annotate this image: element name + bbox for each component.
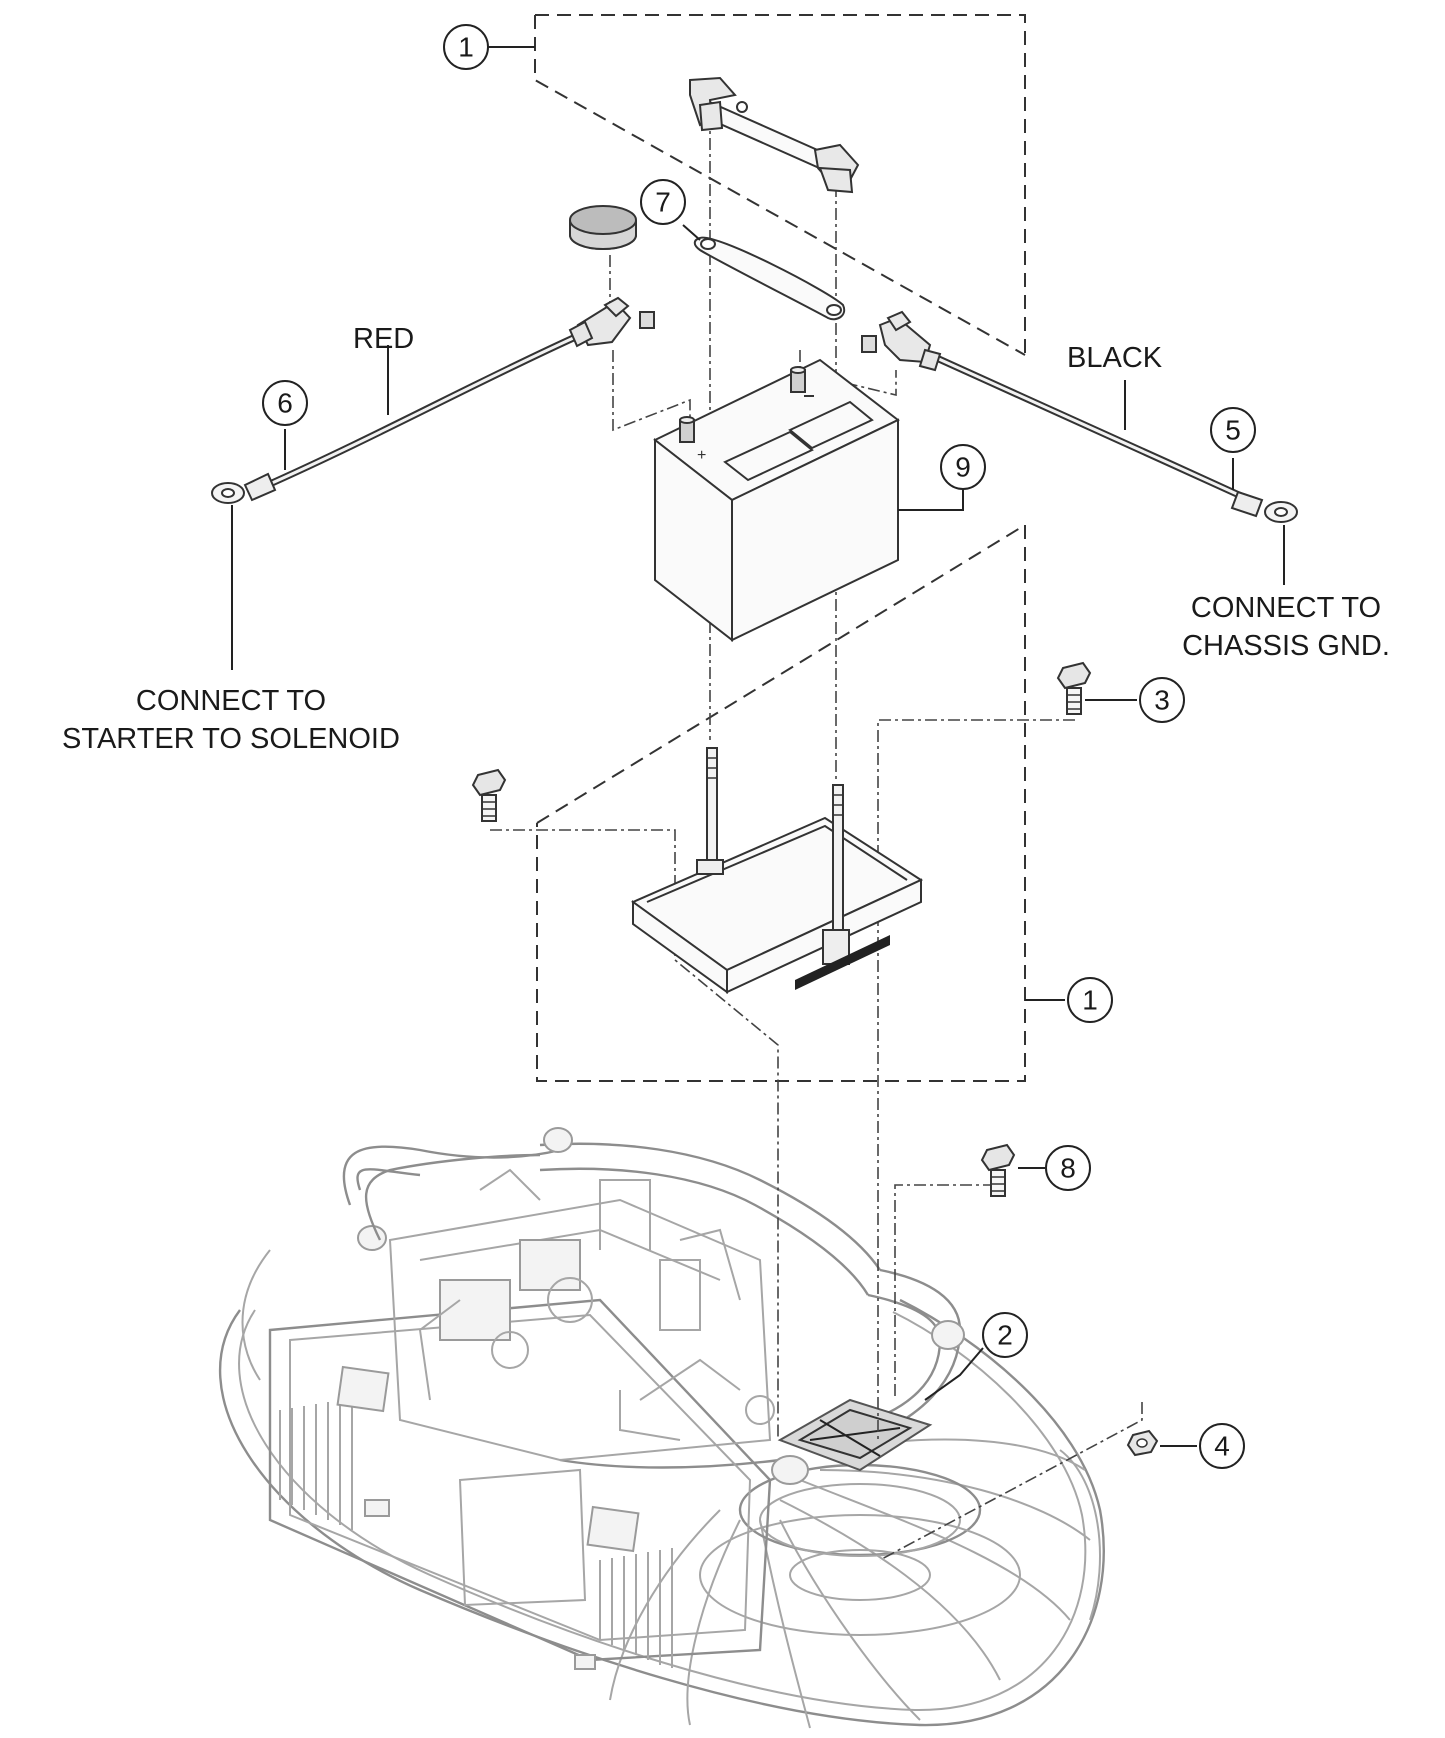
black-cable-label: BLACK [1067, 342, 1163, 374]
callout-8: 8 [1045, 1145, 1091, 1191]
pad-bolt [980, 1143, 1016, 1197]
red-cable-label: RED [353, 323, 414, 355]
callout-leaders [231, 46, 1285, 1447]
callout-9-number: 9 [955, 452, 971, 483]
callout-6: 6 [262, 380, 308, 426]
callout-5: 5 [1210, 407, 1256, 453]
callout-2: 2 [982, 1312, 1028, 1358]
hold-down-bracket [689, 76, 860, 194]
power-trowel-machine [218, 1127, 1105, 1729]
right-grille [599, 1548, 673, 1668]
callout-7: 7 [640, 179, 686, 225]
chassis-note-line1: CONNECT TO [1191, 592, 1381, 624]
callout-1-top-number: 1 [458, 32, 474, 63]
tray-bolt-right [1056, 661, 1092, 715]
callout-1-top: 1 [443, 24, 489, 70]
starter-note-line1: CONNECT TO [136, 685, 326, 717]
tray-bolt-left [471, 768, 507, 822]
callout-4: 4 [1199, 1423, 1245, 1469]
terminal-cap [569, 205, 637, 250]
starter-note-line2: STARTER TO SOLENOID [62, 723, 400, 755]
callout-1-bottom: 1 [1067, 977, 1113, 1023]
left-grille [279, 1398, 353, 1530]
chassis-note-line2: CHASSIS GND. [1182, 630, 1390, 662]
black-cable [861, 310, 1298, 523]
kit-boundary-top [534, 14, 1026, 356]
callout-7-number: 7 [655, 187, 671, 218]
callout-3-number: 3 [1154, 685, 1170, 716]
assembly-lines [490, 115, 1143, 1561]
tray-mounting-pad [777, 1398, 933, 1472]
callout-3: 3 [1139, 677, 1185, 723]
callout-9: 9 [940, 444, 986, 490]
battery: + [653, 358, 900, 643]
red-cable [211, 296, 655, 504]
callout-4-number: 4 [1214, 1431, 1230, 1462]
svg-text:+: + [697, 447, 706, 464]
kit-boundary-bottom [536, 524, 1026, 1082]
callout-1-bottom-number: 1 [1082, 985, 1098, 1016]
callout-5-number: 5 [1225, 415, 1241, 446]
callout-2-number: 2 [997, 1320, 1013, 1351]
lock-nut [1126, 1429, 1159, 1457]
callout-8-number: 8 [1060, 1153, 1076, 1184]
callout-6-number: 6 [277, 388, 293, 419]
battery-tray [630, 747, 924, 994]
battery-strap [693, 236, 846, 321]
